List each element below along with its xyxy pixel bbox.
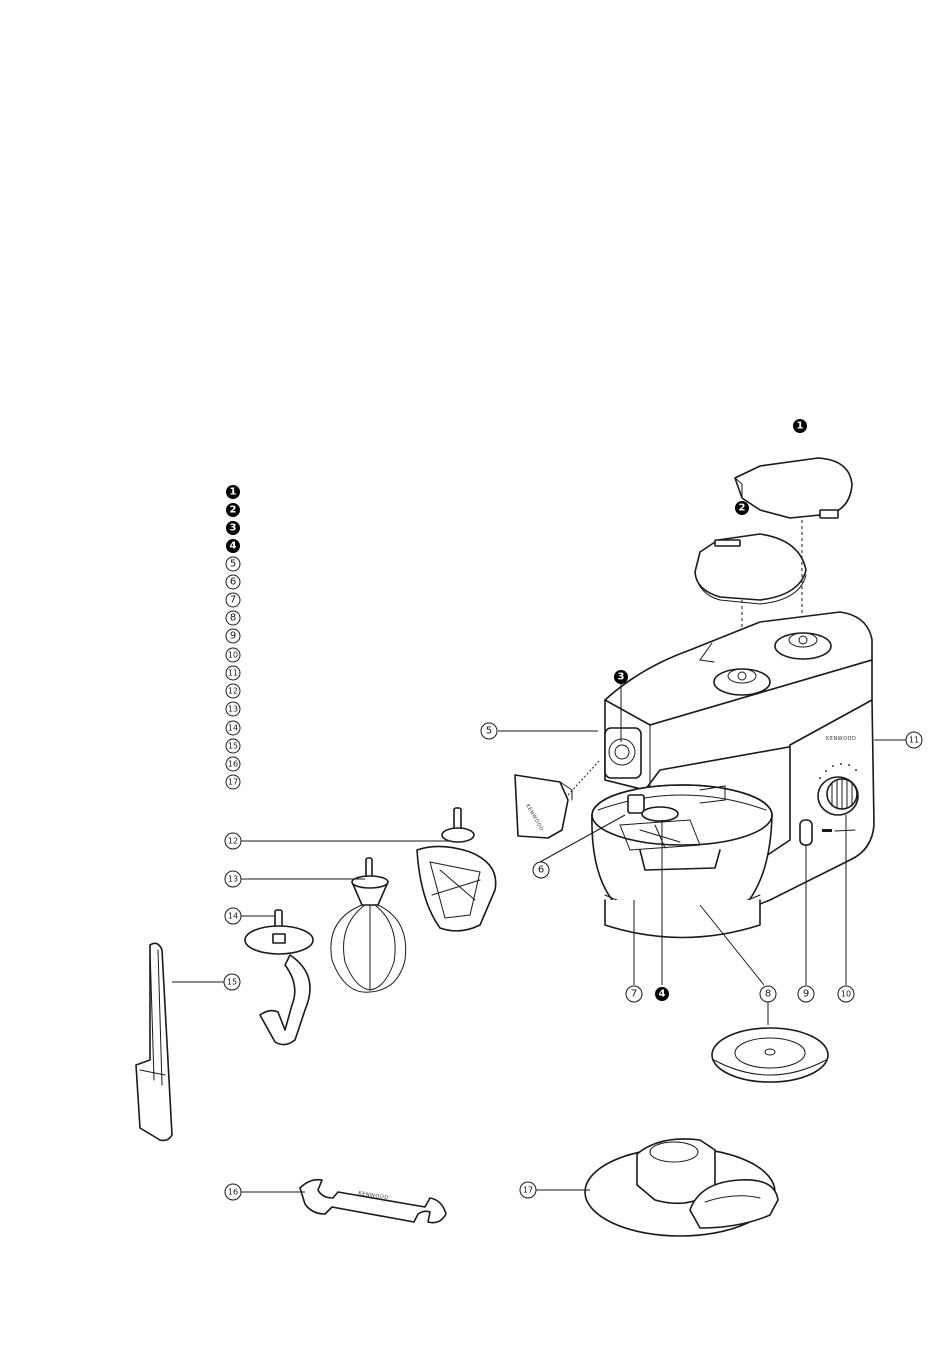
callout-8: 8 [760, 986, 776, 1002]
callout-7: 7 [626, 986, 642, 1002]
legend-marker-16: 16 [226, 757, 240, 771]
svg-text:7: 7 [631, 989, 637, 1000]
outlet-boss-2 [714, 669, 770, 695]
legend-marker-17: 17 [226, 775, 240, 789]
callout-10: 10 [838, 986, 854, 1002]
whisk [331, 858, 406, 992]
splash-guard [585, 1139, 778, 1236]
head-lift-lever [800, 820, 812, 845]
outlet-boss-1 [775, 633, 831, 659]
svg-text:13: 13 [228, 875, 238, 884]
svg-text:6: 6 [538, 865, 544, 876]
callout-17: 17 [520, 1182, 536, 1198]
svg-text:13: 13 [228, 705, 238, 714]
legend-marker-9: 9 [226, 629, 240, 643]
svg-text:8: 8 [230, 613, 236, 624]
legend-marker-14: 14 [226, 721, 240, 735]
svg-text:4: 4 [659, 989, 666, 1000]
svg-text:11: 11 [228, 669, 238, 678]
callout-11: 11 [906, 732, 922, 748]
head-brand-text: KENWOOD [826, 736, 856, 742]
legend-marker-2: 2 [226, 503, 240, 517]
svg-text:11: 11 [909, 736, 919, 745]
svg-text:12: 12 [228, 837, 238, 846]
svg-text:10: 10 [841, 990, 851, 999]
legend-marker-1: 1 [226, 485, 240, 499]
svg-text:14: 14 [228, 912, 238, 921]
svg-text:10: 10 [228, 651, 238, 660]
svg-text:4: 4 [230, 541, 237, 552]
callout-4: 4 [655, 987, 669, 1001]
callout-14: 14 [225, 908, 241, 924]
spatula [136, 943, 172, 1140]
svg-text:5: 5 [230, 559, 236, 570]
legend-marker-12: 12 [226, 684, 240, 698]
svg-text:7: 7 [230, 595, 236, 606]
k-beater [417, 808, 496, 931]
callout-3: 3 [614, 670, 628, 684]
svg-text:17: 17 [523, 1186, 533, 1195]
svg-text:3: 3 [230, 523, 237, 534]
legend-marker-5: 5 [226, 557, 240, 571]
mixing-bowl [592, 785, 772, 938]
svg-text:16: 16 [228, 1188, 238, 1197]
svg-text:9: 9 [803, 989, 809, 1000]
svg-text:12: 12 [228, 687, 238, 696]
svg-text:17: 17 [228, 778, 238, 787]
part-outlet-cover-2 [695, 534, 806, 604]
svg-text:2: 2 [230, 505, 237, 516]
slow-outlet-cover: KENWOOD [515, 760, 600, 838]
svg-text:8: 8 [765, 989, 771, 1000]
svg-text:2: 2 [739, 503, 746, 514]
svg-text:15: 15 [227, 978, 237, 987]
callout-2: 2 [735, 501, 749, 515]
callout-13: 13 [225, 871, 241, 887]
callout-6: 6 [533, 862, 549, 878]
dough-hook [245, 910, 313, 1045]
svg-text:5: 5 [486, 726, 492, 737]
callout-5: 5 [481, 723, 497, 739]
svg-text:6: 6 [230, 577, 236, 588]
legend-marker-4: 4 [226, 539, 240, 553]
legend-marker-7: 7 [226, 593, 240, 607]
svg-text:1: 1 [797, 421, 804, 432]
svg-text:1: 1 [230, 487, 237, 498]
svg-text:9: 9 [230, 631, 236, 642]
svg-text:14: 14 [228, 724, 238, 733]
callout-1: 1 [793, 419, 807, 433]
callout-16: 16 [225, 1184, 241, 1200]
spanner: KENWOOD [300, 1180, 446, 1223]
legend: 1 2 3 4 5 6 7 8 9 10 11 12 13 14 15 16 1… [226, 485, 240, 789]
callout-9: 9 [798, 986, 814, 1002]
svg-text:16: 16 [228, 760, 238, 769]
legend-marker-15: 15 [226, 739, 240, 753]
part-outlet-cover-1 [735, 458, 852, 518]
legend-marker-8: 8 [226, 611, 240, 625]
legend-marker-10: 10 [226, 648, 240, 662]
svg-text:3: 3 [618, 672, 625, 683]
legend-marker-3: 3 [226, 521, 240, 535]
speed-dial [818, 777, 858, 815]
callout-12: 12 [225, 833, 241, 849]
callout-15: 15 [224, 974, 240, 990]
legend-marker-13: 13 [226, 702, 240, 716]
svg-text:15: 15 [228, 742, 238, 751]
power-indicator [822, 829, 832, 832]
legend-marker-11: 11 [226, 666, 240, 680]
legend-marker-6: 6 [226, 575, 240, 589]
bowl-base-plate [712, 1028, 828, 1082]
